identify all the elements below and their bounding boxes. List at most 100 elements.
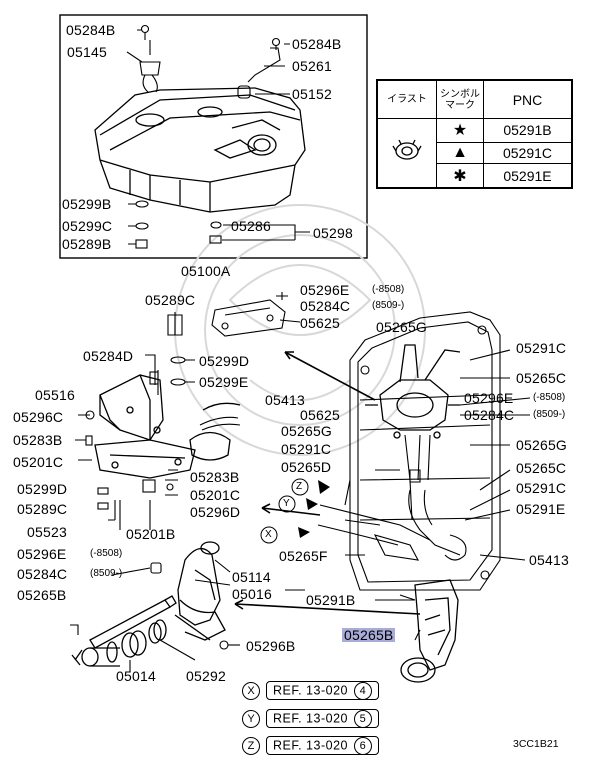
label-05265B-highlighted[interactable]: 05265B — [342, 627, 396, 643]
tank-underbody — [349, 311, 501, 591]
ref-letter: Y — [242, 709, 260, 728]
label-05516: 05516 — [35, 387, 75, 403]
tank-group-frame — [59, 14, 368, 259]
legend-symbol-star: ★ — [436, 118, 484, 143]
label-05523: 05523 — [27, 524, 67, 540]
label-05284C: 05284C — [464, 407, 515, 423]
hose-05413-left — [199, 416, 241, 431]
legend-pnc-05291E: 05291E — [483, 163, 572, 188]
label-05298: 05298 — [313, 225, 353, 241]
label-05291C: 05291C — [516, 480, 567, 496]
diagram-code: 3CC1B21 — [513, 738, 559, 750]
clip-icon — [392, 139, 422, 160]
ref-number: 6 — [353, 737, 372, 756]
arrow-to-pump — [284, 351, 376, 401]
ref-text: REF. 13-020 — [273, 683, 348, 698]
label-05286: 05286 — [231, 218, 271, 234]
label-05296E: 05296E — [300, 282, 350, 298]
label-05291C: 05291C — [281, 441, 332, 457]
ref-number: 5 — [353, 710, 372, 729]
canister-left — [94, 374, 241, 479]
label-05014: 05014 — [116, 668, 156, 684]
label-05284C: 05284C — [300, 298, 351, 314]
fuel-sender — [139, 40, 161, 93]
label-05289C: 05289C — [17, 501, 68, 517]
ref-y[interactable]: Y REF. 13-020 5 — [242, 709, 379, 729]
label-05296E: 05296E — [17, 546, 67, 562]
watermark-emblem — [174, 204, 426, 456]
label-range-8509: (8509-) — [90, 568, 123, 579]
clamps-and-hose — [71, 619, 167, 667]
vent-tube — [247, 47, 281, 83]
label-05284B: 05284B — [292, 36, 342, 52]
label-05201C: 05201C — [13, 454, 64, 470]
ref-letter: X — [242, 681, 260, 700]
label-05299E: 05299E — [199, 374, 249, 390]
label-05289C: 05289C — [145, 292, 196, 308]
legend-symbol-triangle: ▲ — [436, 141, 484, 165]
label-range-8508: (-8508) — [372, 284, 405, 295]
label-05201B: 05201B — [126, 526, 176, 542]
label-05114: 05114 — [232, 569, 271, 585]
label-05152: 05152 — [292, 86, 332, 102]
label-05289B: 05289B — [62, 236, 112, 252]
label-05413: 05413 — [265, 392, 305, 408]
label-05292: 05292 — [186, 668, 226, 684]
label-05265C: 05265C — [516, 370, 567, 386]
label-05299D: 05299D — [199, 353, 250, 369]
label-05625: 05625 — [300, 315, 340, 331]
label-05265G: 05265G — [281, 423, 333, 439]
label-05296E: 05296E — [464, 390, 514, 406]
canister-bracket — [211, 299, 286, 337]
label-05284C: 05284C — [17, 566, 68, 582]
label-05016: 05016 — [232, 586, 272, 602]
ref-text: REF. 13-020 — [273, 738, 348, 753]
label-05296B: 05296B — [246, 638, 296, 654]
label-05265F: 05265F — [279, 548, 328, 564]
grommet — [237, 85, 251, 99]
label-05296D: 05296D — [190, 504, 241, 520]
label-range-8508: (-8508) — [533, 392, 566, 403]
legend-header-pnc: PNC — [483, 80, 572, 119]
label-range-8509: (8509-) — [372, 300, 405, 311]
label-range-8508: (-8508) — [90, 548, 123, 559]
label-05265G: 05265G — [376, 319, 428, 335]
filler-hose-assembly — [89, 541, 226, 649]
legend-illustration — [377, 118, 437, 188]
legend-symbol-asterisk: ✱ — [436, 163, 484, 188]
label-05299B: 05299B — [62, 196, 112, 212]
legend-pnc-05291B: 05291B — [483, 118, 572, 143]
ref-z[interactable]: Z REF. 13-020 6 — [242, 736, 379, 756]
ref-marker-y: Y — [283, 498, 290, 509]
label-05413: 05413 — [529, 552, 569, 568]
label-05284B: 05284B — [66, 22, 116, 38]
label-05296C: 05296C — [13, 409, 64, 425]
ref-number: 4 — [353, 682, 372, 701]
label-05291E: 05291E — [516, 501, 566, 517]
symbol-legend-table: イラスト シンボルマーク PNC ★ 05291B ▲ 05291C — [376, 79, 573, 189]
ref-letter: Z — [242, 736, 260, 755]
label-05291B: 05291B — [306, 592, 356, 608]
filler-neck — [400, 579, 459, 683]
legend-header-illustration: イラスト — [377, 80, 437, 119]
label-05265G: 05265G — [516, 437, 568, 453]
ref-x[interactable]: X REF. 13-020 4 — [242, 681, 379, 701]
label-05265B: 05265B — [17, 587, 67, 603]
legend-pnc-05291C: 05291C — [483, 141, 572, 165]
ref-marker-z: Z — [296, 481, 303, 492]
label-range-8509: (8509-) — [533, 409, 566, 420]
label-05145: 05145 — [67, 44, 107, 60]
fuel-lines — [408, 489, 461, 556]
label-05265C: 05265C — [516, 460, 567, 476]
label-05299C: 05299C — [62, 218, 113, 234]
ref-text: REF. 13-020 — [273, 711, 348, 726]
label-05201C: 05201C — [190, 487, 241, 503]
label-05291C: 05291C — [516, 340, 567, 356]
label-05625: 05625 — [300, 407, 340, 423]
legend-header-symbol: シンボルマーク — [436, 80, 484, 119]
fuel-tank — [94, 87, 306, 213]
fuel-pump-module — [365, 344, 461, 439]
label-05265D: 05265D — [281, 459, 332, 475]
